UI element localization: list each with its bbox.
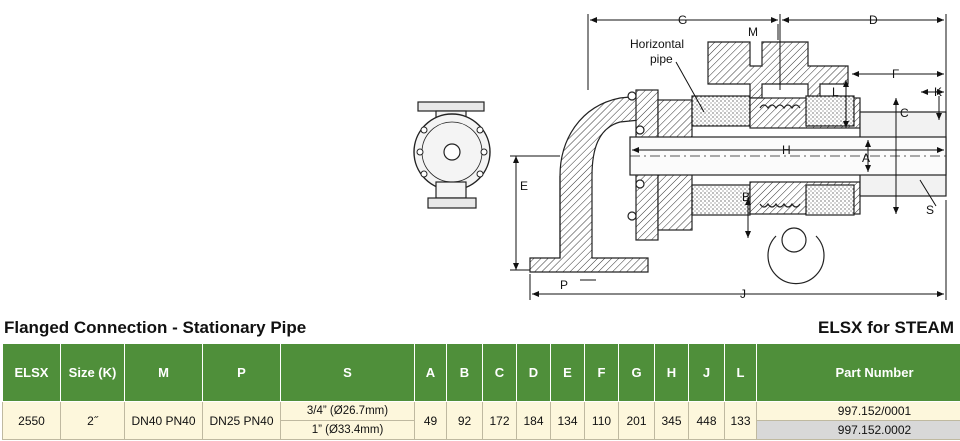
cell-a: 49 [414,401,447,440]
rotary-joint-drawing: G M D F K C L A H B S E P J Horizontal p… [413,13,947,301]
cell-f: 110 [584,401,619,440]
col-header-g: G [618,343,655,402]
dim-label-m: M [748,25,758,39]
table-row: 2550 2˝ DN40 PN40 DN25 PN40 3/4” (Ø26.7m… [2,401,960,440]
cell-part-number-2: 997.152.0002 [756,420,960,440]
cell-l: 133 [724,401,757,440]
dim-label-s: S [926,203,934,217]
cell-size: 2˝ [60,401,125,440]
dim-label-a: A [862,151,870,165]
dim-label-h: H [782,143,791,157]
col-header-p: P [202,343,281,402]
cell-d: 184 [516,401,551,440]
dim-label-c: C [900,106,909,120]
dim-label-k: K [934,85,942,99]
cell-g: 201 [618,401,655,440]
cell-e: 134 [550,401,585,440]
col-header-l: L [724,343,757,402]
dim-label-d: D [869,13,878,27]
col-header-f: F [584,343,619,402]
cell-h: 345 [654,401,689,440]
table-row: 1” (Ø33.4mm) 997.152.0002 [3,420,960,440]
col-header-s: S [280,343,415,402]
cell-m: DN40 PN40 [124,401,203,440]
section-title: Flanged Connection - Stationary Pipe [4,318,307,337]
spec-table: ELSX Size (K) M P S A B C D E F G H J L … [2,343,960,440]
dim-label-e: E [520,179,528,193]
col-header-m: M [124,343,203,402]
cell-elsx: 2550 [2,401,61,440]
dim-label-p: P [560,278,568,292]
col-header-e: E [550,343,585,402]
dim-label-g: G [678,13,687,27]
dim-label-l: L [832,85,839,99]
dim-label-b: B [742,190,750,204]
col-header-h: H [654,343,689,402]
col-header-c: C [482,343,517,402]
col-header-elsx: ELSX [2,343,61,402]
callout-pipe: pipe [650,52,673,66]
col-header-a: A [414,343,447,402]
cell-j: 448 [688,401,725,440]
cell-p: DN25 PN40 [202,401,281,440]
cell-s-option-2: 1” (Ø33.4mm) [280,420,415,440]
end-view [413,101,491,209]
col-header-j: J [688,343,725,402]
product-series-title: ELSX for STEAM [817,318,954,337]
cell-part-number-1: 997.152/0001 [756,401,960,421]
col-header-part-number: Part Number [756,343,960,402]
cell-s-option-1: 3/4” (Ø26.7mm) [280,401,415,421]
dimension-lines [510,14,947,300]
col-header-size: Size (K) [60,343,125,402]
dim-label-j: J [740,287,746,301]
cell-c: 172 [482,401,517,440]
dim-label-f: F [892,67,899,81]
header-row: ELSX Size (K) M P S A B C D E F G H J L … [2,343,960,402]
cell-b: 92 [446,401,483,440]
callout-horizontal: Horizontal [630,37,684,51]
col-header-d: D [516,343,551,402]
col-header-b: B [446,343,483,402]
section-view [529,41,947,285]
